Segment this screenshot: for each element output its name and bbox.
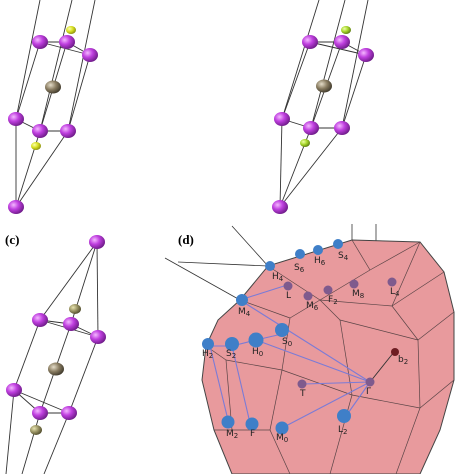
- kpoint-label-m6: M6: [306, 301, 319, 312]
- kpoint-label-h2: H2: [202, 349, 213, 360]
- panel-a-structure: [8, 0, 98, 214]
- panel-c-bonds: [5, 241, 99, 474]
- green-yellow-atom: [341, 26, 351, 34]
- magenta-atom: [6, 383, 22, 397]
- panel-d-brillouin-zone: (d): [164, 224, 455, 474]
- magenta-atom: [303, 121, 319, 135]
- kpoint-t: [297, 379, 307, 389]
- kpoint-label-l4: L4: [390, 287, 400, 298]
- magenta-atom: [32, 35, 48, 49]
- magenta-atom: [334, 121, 350, 135]
- kpoint-label-t: T: [299, 389, 306, 399]
- kpoint-l2: [337, 409, 351, 423]
- olive-atom: [69, 304, 81, 314]
- yellow-atom: [31, 142, 41, 150]
- bz-kpath-lines: [209, 285, 371, 429]
- kpoint-m8: [349, 279, 359, 289]
- kpoint-label-gamma: Γ: [366, 387, 371, 397]
- gray-atom: [48, 362, 64, 376]
- magenta-atom: [272, 200, 288, 214]
- kpoint-label-s2: S2: [226, 349, 236, 360]
- magenta-atom: [32, 406, 48, 420]
- kpoint-f: [245, 417, 259, 431]
- magenta-atom: [61, 406, 77, 420]
- kpoint-label-m0: M0: [276, 433, 288, 444]
- kpoint-label-s0: S0: [282, 337, 292, 348]
- kpoint-h4: [265, 261, 275, 271]
- kpoint-label-h6: H6: [314, 256, 326, 267]
- kpoint-label-s6: S6: [294, 263, 305, 274]
- kpoint-label-l: L: [286, 291, 291, 301]
- kpoint-label-b2: b2: [398, 355, 408, 366]
- kpoint-f2: [323, 285, 333, 295]
- kpoint-m2: [221, 415, 235, 429]
- kpoint-label-m4: M4: [238, 307, 251, 318]
- magenta-atom: [274, 112, 290, 126]
- kpoint-b2: [391, 348, 399, 356]
- magenta-atom: [60, 124, 76, 138]
- panel-c-atoms: [6, 235, 106, 435]
- panel-c-label: (c): [5, 232, 19, 247]
- bz-polyhedron: [201, 239, 455, 474]
- kpoint-h0: [248, 332, 264, 348]
- kpoint-m0: [275, 421, 289, 435]
- kpoint-s0: [275, 323, 289, 337]
- panel-b-bonds: [279, 0, 369, 208]
- kpoint-m4: [236, 294, 248, 306]
- magenta-atom: [8, 112, 24, 126]
- yellow-atom: [66, 26, 76, 34]
- green-yellow-atom: [300, 139, 310, 147]
- olive-atom: [30, 425, 42, 435]
- gray-atom: [316, 79, 332, 93]
- panel-a-atoms: [8, 26, 98, 214]
- kpoint-gamma: [365, 377, 375, 387]
- kpoint-label-f: F: [250, 429, 255, 439]
- magenta-atom: [63, 317, 79, 331]
- kpoint-s2: [225, 337, 239, 351]
- gray-atom: [45, 80, 61, 94]
- kpoint-m6: [303, 291, 313, 301]
- kpoint-label-f2: F2: [328, 295, 338, 306]
- magenta-atom: [32, 124, 48, 138]
- kpoint-l4: [387, 277, 397, 287]
- magenta-atom: [358, 48, 374, 62]
- kpoint-label-l2: L2: [338, 425, 347, 436]
- kpoint-label-m2: M2: [226, 429, 238, 440]
- bz-kpoints: [202, 239, 399, 435]
- magenta-atom: [8, 200, 24, 214]
- kpoint-label-h4: H4: [272, 272, 284, 283]
- panel-c-structure: (c): [5, 232, 106, 474]
- magenta-atom: [334, 35, 350, 49]
- bz-facet-edges: [205, 239, 455, 474]
- bz-gamma-vector: [369, 351, 395, 383]
- kpoint-label-s4: S4: [338, 251, 349, 262]
- bz-kpoint-labels: H4 H6 S6 S4 L M6 F2 M8 L: [202, 251, 408, 444]
- magenta-atom: [82, 48, 98, 62]
- panel-d-label: (d): [178, 232, 194, 247]
- magenta-atom: [89, 235, 105, 249]
- kpoint-h6: [313, 245, 323, 255]
- kpoint-s4: [333, 239, 343, 249]
- kpoint-label-m8: M8: [352, 289, 364, 300]
- magenta-atom: [32, 313, 48, 327]
- magenta-atom: [90, 330, 106, 344]
- kpoint-s6: [295, 249, 305, 259]
- kpoint-label-h0: H0: [252, 347, 263, 358]
- magenta-atom: [302, 35, 318, 49]
- panel-b-structure: [272, 0, 374, 214]
- kpoint-h2: [202, 338, 214, 350]
- magenta-atom: [59, 35, 75, 49]
- panel-b-atoms: [272, 26, 374, 214]
- kpoint-l: [283, 281, 293, 291]
- panel-a-bonds: [15, 0, 96, 208]
